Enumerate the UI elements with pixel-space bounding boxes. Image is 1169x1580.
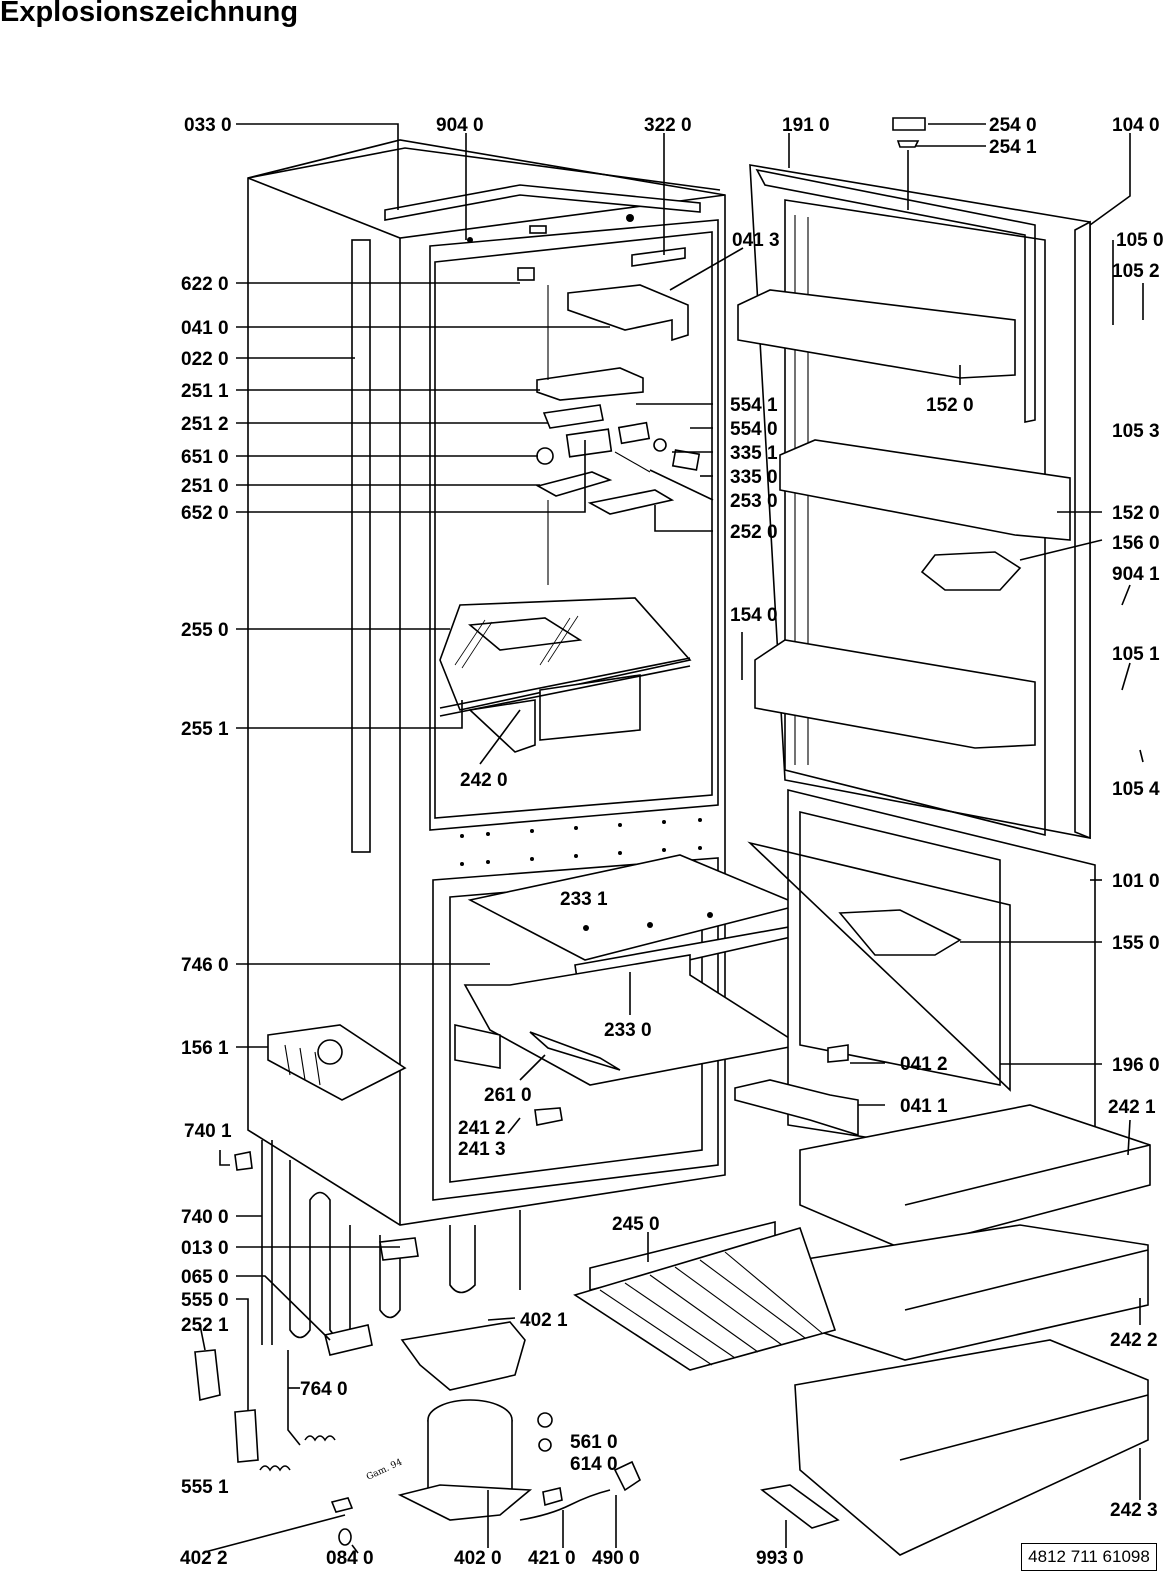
label-554-0: 554 0 [730, 419, 778, 440]
freezer-shelf-746 [454, 854, 803, 1126]
label-041-1: 041 1 [900, 1096, 948, 1117]
label-402-1: 402 1 [520, 1310, 568, 1331]
label-104-0: 104 0 [1112, 115, 1160, 136]
label-764-0: 764 0 [300, 1379, 348, 1400]
label-251-0: 251 0 [181, 476, 229, 497]
label-555-1: 555 1 [181, 1477, 229, 1498]
label-233-1: 233 1 [560, 889, 608, 910]
label-191-0: 191 0 [782, 115, 830, 136]
label-022-0: 022 0 [181, 349, 229, 370]
label-622-0: 622 0 [181, 274, 229, 295]
handwritten-note: Gam. 94 [365, 1457, 404, 1482]
condenser-and-compressor [194, 1140, 840, 1546]
label-241-3: 241 3 [458, 1139, 506, 1160]
page-title: Explosionszeichnung [0, 0, 299, 28]
label-033-0: 033 0 [184, 115, 232, 136]
label-335-1: 335 1 [730, 443, 778, 464]
label-105-0: 105 0 [1116, 230, 1164, 251]
freezer-door [734, 788, 1096, 1171]
label-254-0: 254 0 [989, 115, 1037, 136]
divider-dots [460, 818, 702, 866]
label-561-0: 561 0 [570, 1432, 618, 1453]
label-084-0: 084 0 [326, 1548, 374, 1569]
freezer-drawers [794, 1104, 1151, 1556]
label-196-0: 196 0 [1112, 1055, 1160, 1076]
label-402-2: 402 2 [180, 1548, 228, 1569]
label-254-1: 254 1 [989, 137, 1037, 158]
label-105-2: 105 2 [1112, 261, 1160, 282]
label-322-0: 322 0 [644, 115, 692, 136]
label-251-1: 251 1 [181, 381, 229, 402]
label-255-0: 255 0 [181, 620, 229, 641]
label-152-0-upper: 152 0 [926, 395, 974, 416]
label-651-0: 651 0 [181, 447, 229, 468]
label-554-1: 554 1 [730, 395, 778, 416]
label-233-0: 233 0 [604, 1020, 652, 1041]
label-242-1: 242 1 [1108, 1097, 1156, 1118]
label-105-3: 105 3 [1112, 421, 1160, 442]
label-904-1: 904 1 [1112, 564, 1160, 585]
label-614-0: 614 0 [570, 1454, 618, 1475]
label-041-0: 041 0 [181, 318, 229, 339]
label-245-0: 245 0 [612, 1214, 660, 1235]
label-402-0: 402 0 [454, 1548, 502, 1569]
label-904-0: 904 0 [436, 115, 484, 136]
label-065-0: 065 0 [181, 1267, 229, 1288]
label-746-0: 746 0 [181, 955, 229, 976]
label-105-1: 105 1 [1112, 644, 1160, 665]
reference-number-box: 4812 711 61098 [1021, 1543, 1157, 1571]
label-242-2: 242 2 [1110, 1330, 1158, 1351]
label-241-2: 241 2 [458, 1118, 506, 1139]
part-labels: 033 0 904 0 322 0 191 0 254 0 254 1 104 … [180, 115, 1164, 1569]
label-652-0: 652 0 [181, 503, 229, 524]
leader-lines [199, 123, 1144, 1554]
label-253-0: 253 0 [730, 491, 778, 512]
label-242-0: 242 0 [460, 770, 508, 791]
label-261-0: 261 0 [484, 1085, 532, 1106]
label-490-0: 490 0 [592, 1548, 640, 1569]
label-740-1: 740 1 [184, 1121, 232, 1142]
label-041-2: 041 2 [900, 1054, 948, 1075]
label-251-2: 251 2 [181, 414, 229, 435]
label-156-0: 156 0 [1112, 533, 1160, 554]
label-993-0: 993 0 [756, 1548, 804, 1569]
label-555-0: 555 0 [181, 1290, 229, 1311]
label-252-0: 252 0 [730, 522, 778, 543]
rack-245 [573, 1220, 837, 1371]
thermostat-assembly [517, 247, 701, 585]
label-105-4: 105 4 [1112, 779, 1160, 800]
label-155-0: 155 0 [1112, 933, 1160, 954]
label-013-0: 013 0 [181, 1238, 229, 1259]
label-242-3: 242 3 [1110, 1500, 1158, 1521]
label-421-0: 421 0 [528, 1548, 576, 1569]
label-255-1: 255 1 [181, 719, 229, 740]
label-101-0: 101 0 [1112, 871, 1160, 892]
label-252-1: 252 1 [181, 1315, 229, 1336]
label-335-0: 335 0 [730, 467, 778, 488]
label-154-0: 154 0 [730, 605, 778, 626]
label-152-0-lower: 152 0 [1112, 503, 1160, 524]
label-740-0: 740 0 [181, 1207, 229, 1228]
label-156-1: 156 1 [181, 1038, 229, 1059]
ice-tray-156-1 [267, 1024, 407, 1101]
door-shelves [737, 117, 1071, 749]
label-041-3: 041 3 [732, 230, 780, 251]
